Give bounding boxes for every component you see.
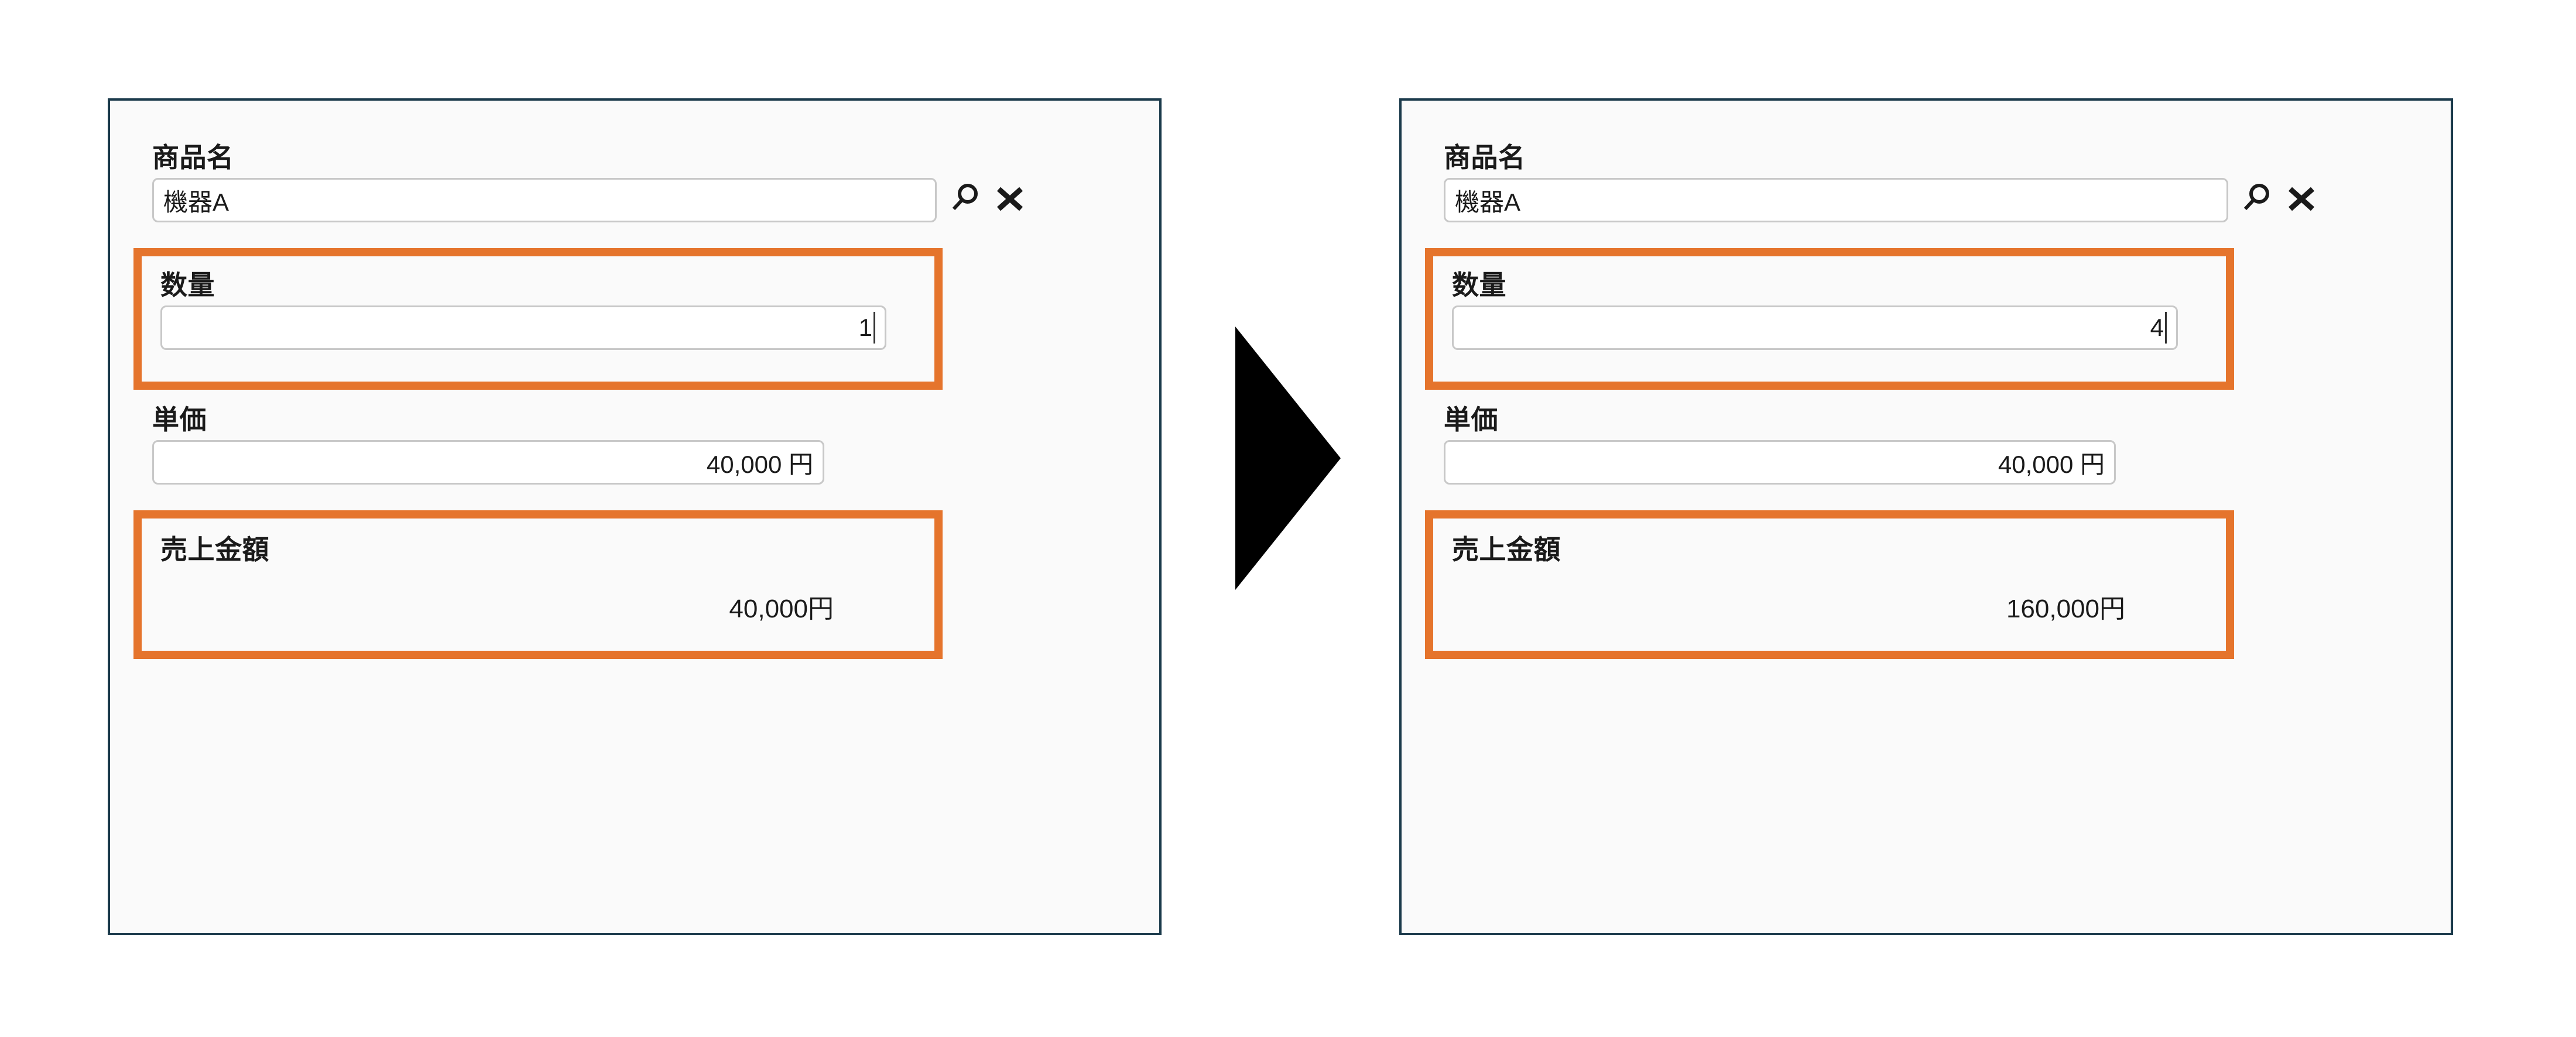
product-name-input[interactable]: 機器A (1444, 178, 2228, 222)
sales-amount-value: 160,000円 (2006, 595, 2125, 623)
field-label-unit-price: 単価 (1444, 404, 1498, 435)
product-name-value: 機器A (1455, 188, 1521, 216)
field-group-sales-amount: 売上金額 160,000円 (1425, 510, 2234, 659)
field-group-sales-amount: 売上金額 40,000円 (133, 510, 943, 659)
field-label-sales-amount: 売上金額 (160, 534, 269, 565)
sales-amount-value: 40,000円 (729, 595, 834, 623)
unit-price-input[interactable]: 40,000 円 (1444, 440, 2116, 485)
quantity-value: 1 (858, 314, 872, 341)
unit-price-value: 40,000 円 (1998, 450, 2105, 478)
quantity-value: 4 (2150, 314, 2164, 341)
field-label-product-name: 商品名 (1444, 142, 1526, 173)
field-label-product-name: 商品名 (152, 142, 234, 173)
unit-price-value: 40,000 円 (706, 450, 813, 478)
field-label-quantity: 数量 (1452, 270, 1506, 300)
flow-arrow-right-icon (1235, 327, 1341, 590)
product-name-value: 機器A (163, 188, 229, 216)
field-label-quantity: 数量 (160, 270, 215, 300)
quantity-input[interactable]: 4 (1452, 305, 2178, 350)
form-card-after: 商品名 機器A 数量 (1399, 98, 2453, 935)
unit-price-input[interactable]: 40,000 円 (152, 440, 824, 485)
close-icon[interactable] (2282, 179, 2321, 218)
form-card-before: 商品名 機器A 数量 (108, 98, 1162, 935)
field-label-sales-amount: 売上金額 (1452, 534, 1561, 565)
field-label-unit-price: 単価 (152, 404, 207, 435)
search-icon[interactable] (946, 179, 985, 218)
field-group-unit-price: 単価 40,000 円 (1444, 400, 2228, 511)
text-caret (2165, 312, 2167, 344)
field-group-quantity: 数量 1 (133, 248, 943, 390)
text-caret (873, 312, 875, 344)
field-group-product-name: 商品名 機器A (152, 138, 1112, 249)
search-icon[interactable] (2238, 179, 2276, 218)
quantity-input[interactable]: 1 (160, 305, 886, 350)
field-group-unit-price: 単価 40,000 円 (152, 400, 937, 511)
field-group-quantity: 数量 4 (1425, 248, 2234, 390)
close-icon[interactable] (991, 179, 1029, 218)
product-name-input[interactable]: 機器A (152, 178, 937, 222)
field-group-product-name: 商品名 機器A (1444, 138, 2404, 249)
